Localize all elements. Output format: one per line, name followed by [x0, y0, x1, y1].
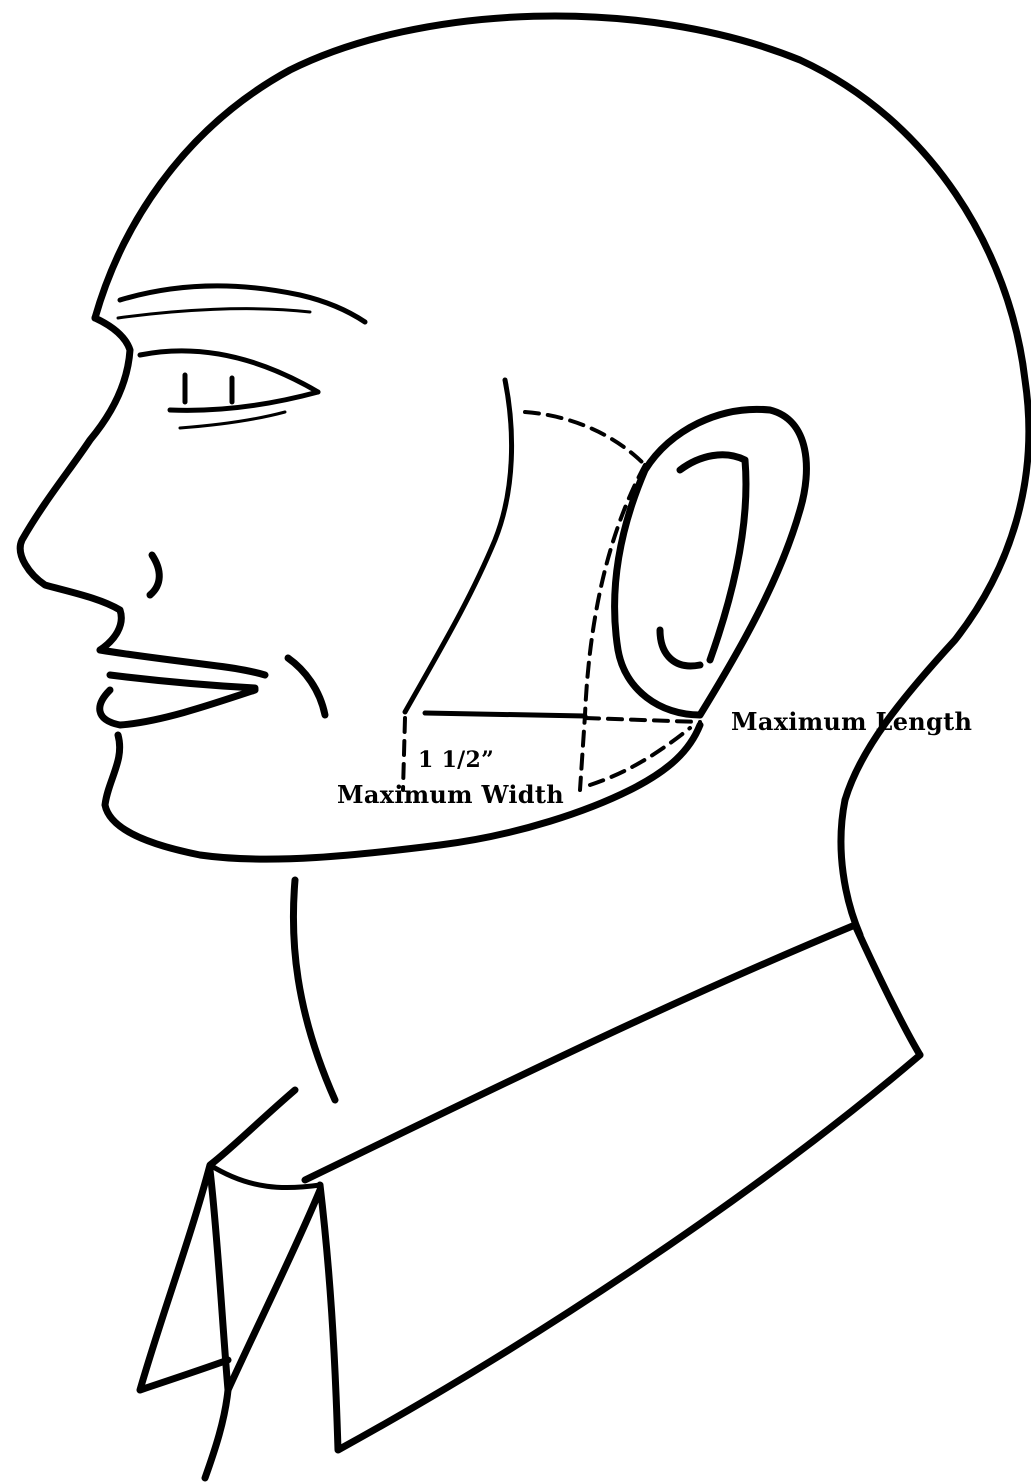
maximum-width-label: Maximum Width [337, 780, 564, 809]
sideburn-hairline [525, 412, 645, 465]
ear-lobe [660, 630, 700, 666]
smile-line [288, 658, 325, 715]
neck-front [293, 880, 335, 1100]
collar-center-fold [228, 1190, 320, 1390]
eye-upper [140, 351, 318, 392]
collar-back-band [305, 925, 920, 1180]
eyebrow [120, 286, 365, 322]
collar-left-fold [205, 1170, 228, 1478]
face-profile [20, 318, 130, 650]
collar-front-band [320, 1055, 920, 1450]
width-dimension-label: 1 1/2” [418, 747, 494, 773]
eye-lower [170, 392, 318, 410]
maximum-length-label: Maximum Length [731, 707, 972, 736]
upper-lip [100, 650, 265, 675]
eye-under [180, 412, 285, 428]
collar-inner-notch [210, 1165, 320, 1188]
mouth-line [110, 675, 255, 688]
ear-inner [680, 455, 746, 660]
maximum-length-line [585, 718, 700, 722]
eye-iris [185, 375, 232, 402]
eyebrow-lower [118, 309, 310, 318]
sideburn-bottom-line [425, 713, 585, 716]
neck-back [841, 800, 860, 935]
sideburn-front-edge [405, 380, 512, 712]
lower-lip [100, 690, 255, 725]
nostril [150, 555, 159, 595]
